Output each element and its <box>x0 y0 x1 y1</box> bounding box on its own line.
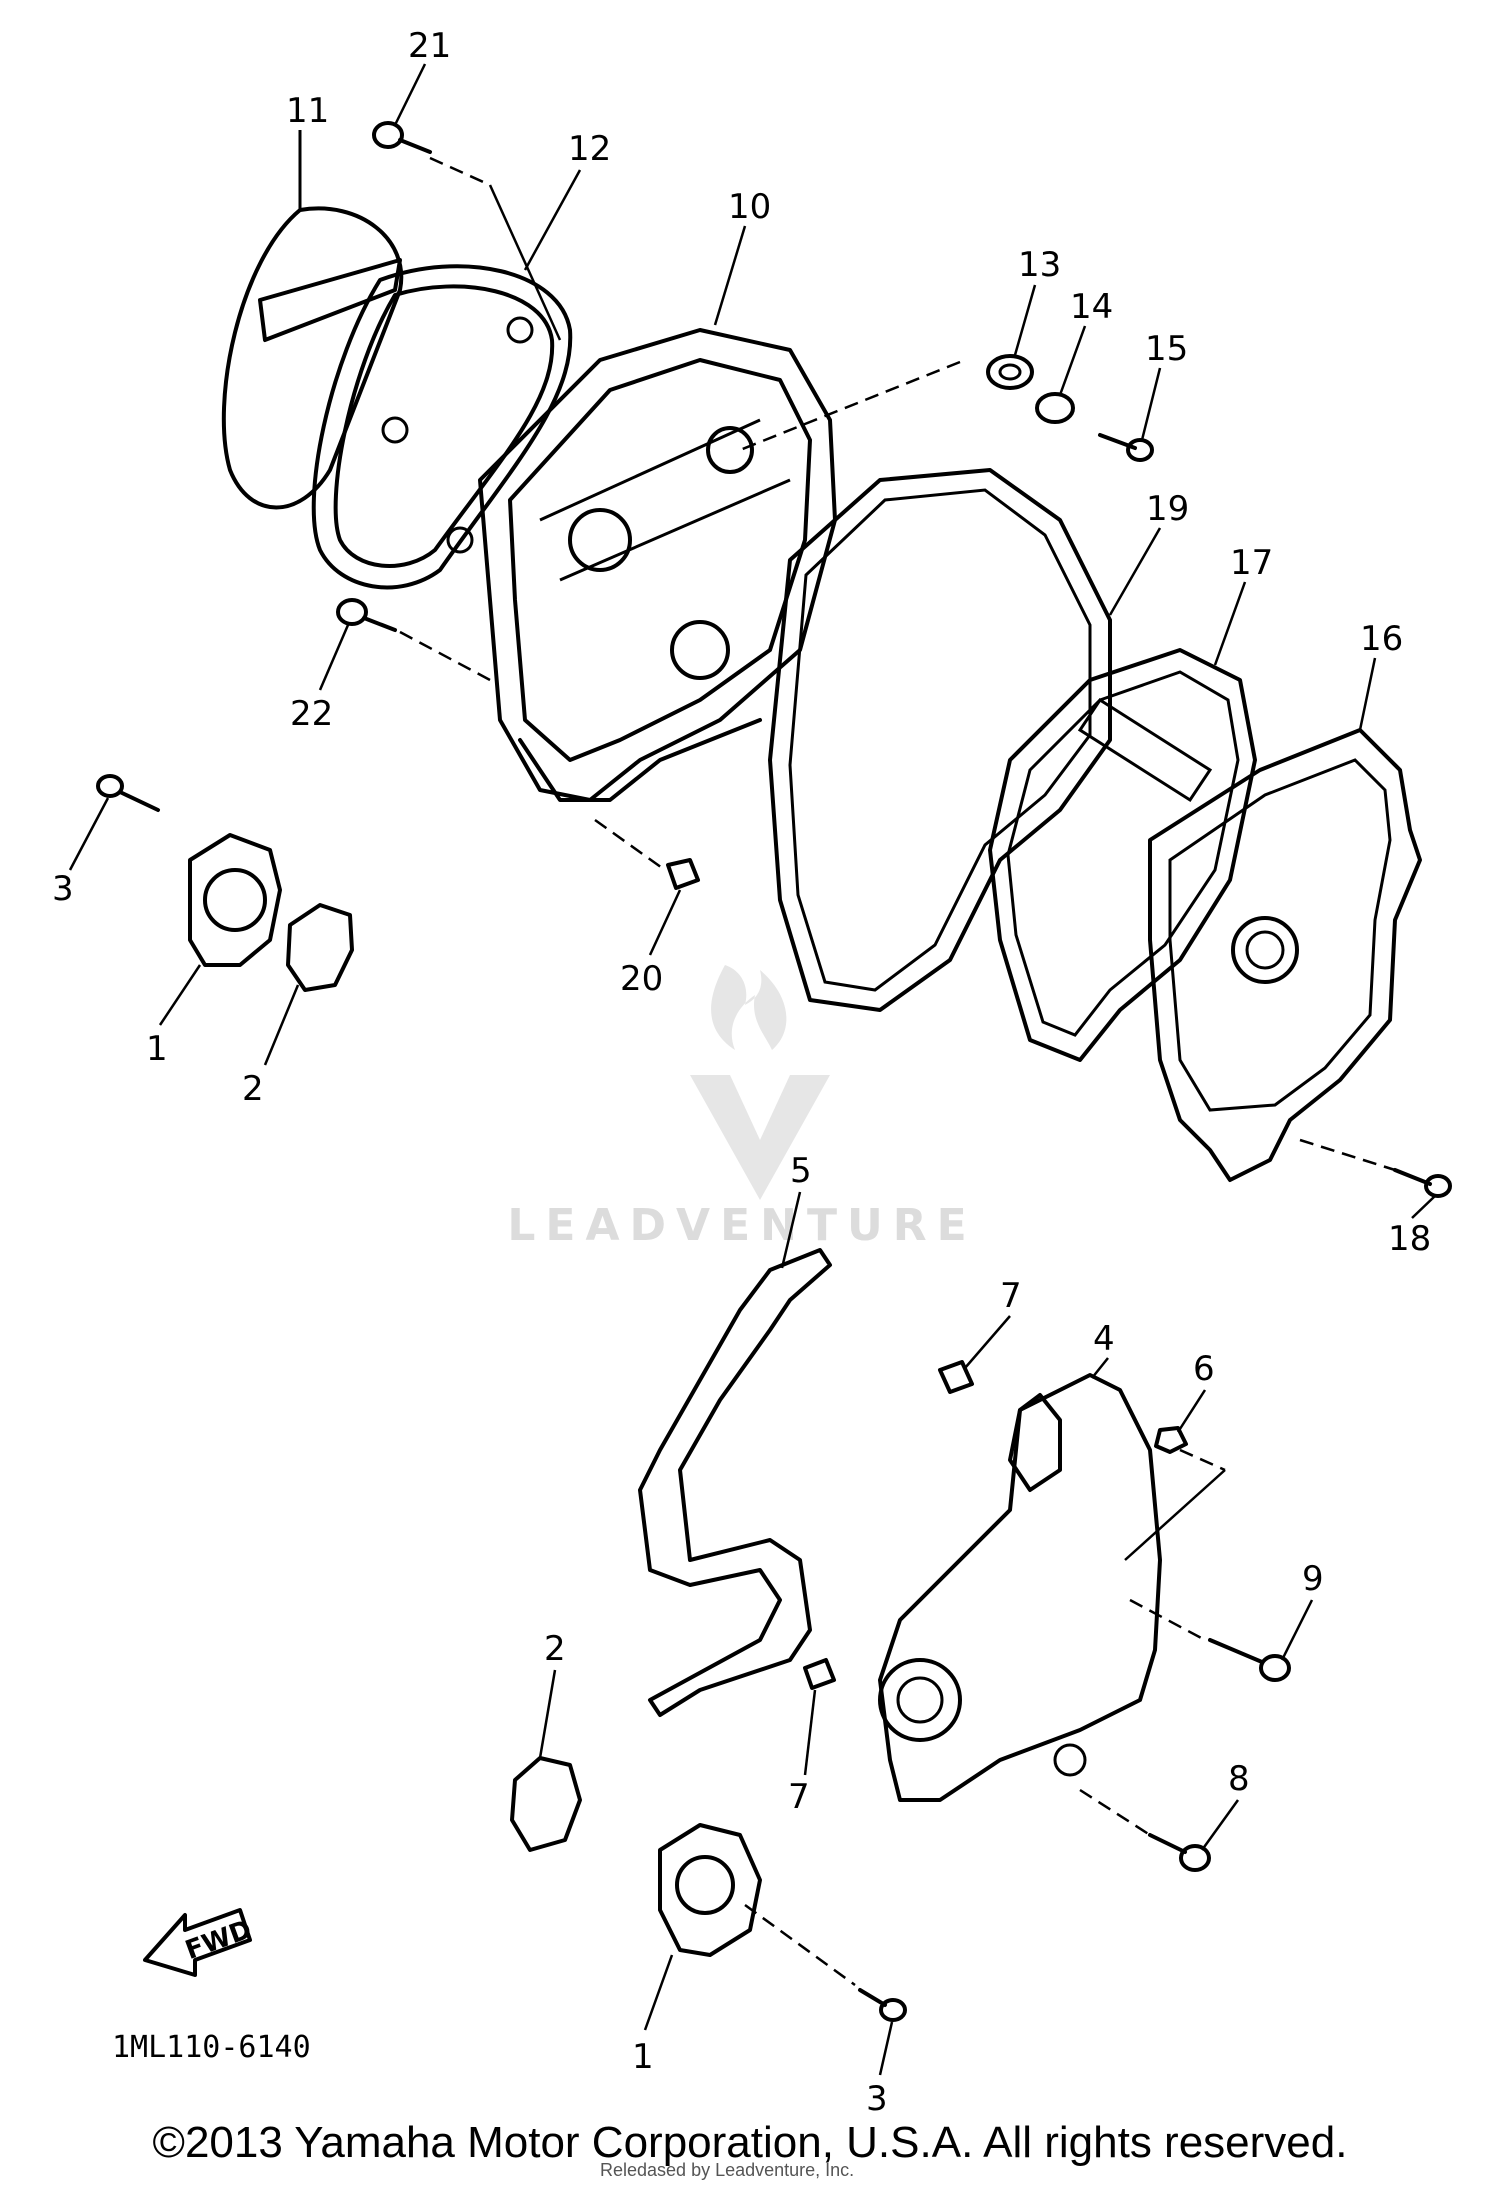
part-22-bolt <box>336 598 397 632</box>
callout-11: 11 <box>286 91 329 131</box>
callout-17: 17 <box>1230 543 1273 583</box>
callout-5: 5 <box>790 1151 812 1191</box>
callout-3-lower: 3 <box>866 2079 888 2119</box>
callout-20: 20 <box>620 959 663 999</box>
callout-19: 19 <box>1146 489 1189 529</box>
part-11-cover-plate <box>221 130 404 510</box>
callout-4: 4 <box>1093 1319 1115 1359</box>
lower-leader-lines <box>744 1448 1226 1987</box>
callout-9: 9 <box>1302 1559 1324 1599</box>
part-7-dowel-upper <box>938 1360 974 1394</box>
callout-12: 12 <box>568 129 611 169</box>
callout-15: 15 <box>1145 329 1188 369</box>
callout-7-lower: 7 <box>788 1777 810 1817</box>
callout-6: 6 <box>1193 1349 1215 1389</box>
flame-v-logo-icon <box>711 965 787 1050</box>
callout-1-upper: 1 <box>146 1029 168 1069</box>
fwd-label: FWD <box>181 1915 255 1966</box>
part-2-gasket-upper <box>286 903 354 992</box>
part-17-gasket <box>988 648 1257 1062</box>
callout-1-lower: 1 <box>632 2037 654 2077</box>
part-4-cover <box>878 1373 1162 1802</box>
part-12-gasket <box>311 264 573 590</box>
part-8-bolt <box>1148 1833 1211 1872</box>
part-19-gasket <box>768 468 1112 1012</box>
part-3-screw-lower <box>858 1988 907 2022</box>
part-18-bolt <box>1393 1168 1452 1198</box>
copyright-notice: ©2013 Yamaha Motor Corporation, U.S.A. A… <box>152 2118 1348 2167</box>
part-3-screw-upper <box>96 774 160 812</box>
callout-22: 22 <box>290 694 333 734</box>
part-20-dowel-pin <box>666 858 700 890</box>
part-1-cover-lower <box>658 1823 762 1957</box>
callout-2-lower: 2 <box>544 1629 566 1669</box>
part-2-gasket-lower <box>510 1756 582 1852</box>
fwd-arrow-icon: FWD <box>143 1908 256 1977</box>
watermark: LEADVENTURE <box>507 965 976 1251</box>
part-13-damper <box>986 354 1034 390</box>
part-6-nut <box>1154 1426 1188 1454</box>
part-14-washer <box>1035 392 1075 424</box>
part-16-generator-cover <box>1148 728 1422 1182</box>
callout-14: 14 <box>1070 287 1113 327</box>
callout-8: 8 <box>1228 1759 1250 1799</box>
callout-3-upper: 3 <box>52 869 74 909</box>
part-21-bolt <box>372 121 432 154</box>
part-7-dowel-lower <box>803 1658 836 1690</box>
part-10-crankcase-cover <box>478 328 837 802</box>
diagram-code: 1ML110-6140 <box>112 2030 311 2065</box>
callout-18: 18 <box>1388 1219 1431 1259</box>
watermark-v-mark <box>690 1075 830 1200</box>
callouts: 21 11 12 10 13 14 15 19 17 16 22 3 1 2 2… <box>52 26 1436 2119</box>
callout-16: 16 <box>1360 619 1403 659</box>
callout-7-upper: 7 <box>1000 1276 1022 1316</box>
callout-21: 21 <box>408 26 451 66</box>
part-5-gasket <box>638 1248 832 1717</box>
watermark-text: LEADVENTURE <box>507 1200 976 1251</box>
callout-2-upper: 2 <box>242 1069 264 1109</box>
part-15-bolt <box>1098 433 1154 462</box>
callout-13: 13 <box>1018 245 1061 285</box>
upper-leader-lines <box>399 156 1396 1172</box>
overlay-credit: Reledased by Leadventure, Inc. <box>600 2160 855 2180</box>
part-1-cover-upper <box>188 833 282 967</box>
part-9-bolt <box>1208 1638 1291 1682</box>
callout-10: 10 <box>728 187 771 227</box>
